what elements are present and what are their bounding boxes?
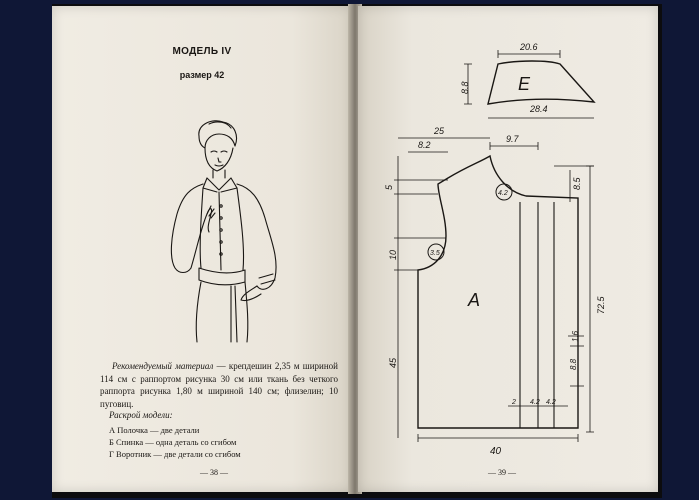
label-8-5: 8.5 <box>572 176 582 190</box>
page-number-left: — 38 — <box>200 468 228 477</box>
label-4-2-a: 4.2 <box>530 399 540 406</box>
label-25: 25 <box>433 126 445 136</box>
cut-list: А Полочка — две детали Б Спинка — одна д… <box>109 424 241 460</box>
list-item: Б Спинка — одна деталь со сгибом <box>109 437 237 447</box>
material-description: Рекомендуемый материал — крепдешин 2,35 … <box>100 360 338 410</box>
label-3-5-circle: 3.5 <box>430 250 440 257</box>
list-item: Г Воротник — две детали со сгибом <box>109 449 241 459</box>
label-40: 40 <box>490 446 502 457</box>
piece-a-letter: А <box>467 290 480 310</box>
label-5: 5 <box>384 184 394 190</box>
model-title: МОДЕЛЬ IV <box>172 46 232 57</box>
label-72-5: 72.5 <box>596 295 606 314</box>
label-45: 45 <box>388 357 398 368</box>
cut-heading: Раскрой модели: <box>109 410 173 420</box>
piece-e-letter: Е <box>518 74 531 94</box>
label-4-2-b: 4.2 <box>546 399 556 406</box>
material-text: — крепдешин 2,35 м шириной 114 см с рапп… <box>100 361 338 409</box>
sewing-pattern-diagram: 20.6 28.4 8.8 Е 25 8.2 9.7 5 8.5 4.2 3.5… <box>384 42 606 457</box>
page-number-right: — 39 — <box>488 468 516 477</box>
woman-blouse-illustration <box>170 120 277 343</box>
label-10: 10 <box>388 250 398 260</box>
model-size: размер 42 <box>179 70 225 80</box>
label-2: 2 <box>511 399 516 406</box>
left-page: МОДЕЛЬ IV размер 42 <box>52 6 352 492</box>
label-e-top: 20.6 <box>519 42 538 52</box>
label-8-2: 8.2 <box>418 140 431 150</box>
label-4-2-circle: 4.2 <box>498 190 508 197</box>
label-e-height: 8.8 <box>460 81 470 94</box>
label-9-7: 9.7 <box>506 134 520 144</box>
material-label: Рекомендуемый материал <box>112 361 214 371</box>
label-8-8: 8.8 <box>569 358 578 370</box>
label-1-6: 1.6 <box>571 330 580 342</box>
label-e-bottom: 28.4 <box>529 104 548 114</box>
right-page: 20.6 28.4 8.8 Е 25 8.2 9.7 5 8.5 4.2 3.5… <box>358 6 658 492</box>
open-book: МОДЕЛЬ IV размер 42 <box>52 4 662 498</box>
list-item: А Полочка — две детали <box>109 425 200 435</box>
